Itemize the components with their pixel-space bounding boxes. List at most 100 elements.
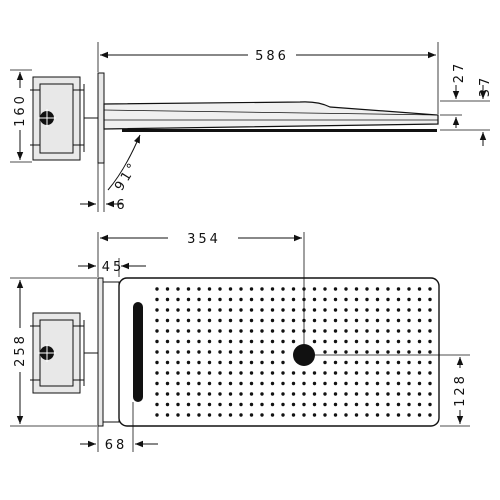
nozzle-dot — [260, 318, 264, 323]
nozzle-dot — [407, 360, 411, 365]
nozzle-dot — [312, 392, 317, 396]
nozzle-dot — [165, 318, 170, 323]
nozzle-dot — [312, 413, 317, 417]
nozzle-dot — [344, 297, 348, 302]
nozzle-dot — [365, 392, 369, 396]
nozzle-dot — [186, 413, 191, 417]
nozzle-dot — [218, 287, 222, 291]
nozzle-dot — [249, 339, 254, 344]
nozzle-dot — [218, 402, 222, 407]
nozzle-dot — [197, 339, 201, 344]
nozzle-dot — [270, 371, 275, 375]
nozzle-dot — [197, 350, 201, 354]
nozzle-dot — [239, 318, 243, 323]
dim-angle: 91° — [112, 159, 142, 194]
side-mounting-box — [30, 76, 98, 161]
nozzle-dot — [354, 318, 359, 323]
nozzle-dot — [249, 381, 254, 386]
nozzle-dot — [239, 297, 243, 302]
nozzle-dot — [354, 413, 359, 417]
nozzle-dot — [281, 413, 285, 417]
nozzle-dot — [260, 308, 264, 312]
nozzle-dot — [281, 308, 285, 312]
nozzle-dot — [386, 350, 390, 354]
nozzle-dot — [207, 297, 212, 302]
nozzle-dot — [207, 287, 212, 291]
nozzle-dot — [228, 287, 233, 291]
nozzle-dot — [197, 297, 201, 302]
nozzle-dot — [239, 402, 243, 407]
nozzle-dot — [228, 350, 233, 354]
nozzle-dot — [417, 381, 422, 386]
nozzle-dot — [270, 381, 275, 386]
nozzle-dot — [176, 381, 180, 386]
nozzle-dot — [365, 318, 369, 323]
nozzle-dot — [375, 381, 380, 386]
dim-total-length: 586 — [255, 49, 289, 64]
nozzle-dot — [365, 371, 369, 375]
nozzle-dot — [365, 381, 369, 386]
nozzle-dot — [176, 402, 180, 407]
nozzle-dot — [239, 371, 243, 375]
nozzle-dot — [207, 392, 212, 396]
nozzle-dot — [386, 413, 390, 417]
nozzle-dot — [165, 360, 170, 365]
nozzle-dot — [354, 392, 359, 396]
nozzle-dot — [207, 350, 212, 354]
nozzle-dot — [407, 381, 411, 386]
nozzle-dot — [197, 287, 201, 291]
nozzle-dot — [386, 287, 390, 291]
nozzle-dot — [428, 371, 432, 375]
nozzle-dot — [354, 350, 359, 354]
nozzle-dot — [375, 287, 380, 291]
nozzle-dot — [155, 360, 159, 365]
nozzle-dot — [291, 308, 296, 312]
nozzle-dot — [197, 381, 201, 386]
nozzle-dot — [428, 350, 432, 354]
nozzle-dot — [260, 329, 264, 333]
shower-arm-top — [102, 281, 120, 423]
nozzle-dot — [228, 297, 233, 302]
nozzle-dot — [344, 339, 348, 344]
nozzle-dot — [207, 308, 212, 312]
dim-center-distance: 354 — [187, 232, 221, 247]
nozzle-dot — [354, 339, 359, 344]
nozzle-dot — [197, 308, 201, 312]
nozzle-dot — [260, 413, 264, 417]
nozzle-dot — [302, 371, 306, 375]
nozzle-dot — [155, 318, 159, 323]
nozzle-dot — [323, 350, 327, 354]
nozzle-dot — [375, 402, 380, 407]
nozzle-dot — [249, 297, 254, 302]
nozzle-dot — [333, 392, 338, 396]
nozzle-dot — [386, 392, 390, 396]
dim-center-height: 128 — [453, 373, 468, 407]
nozzle-dot — [312, 329, 317, 333]
nozzle-dot — [407, 287, 411, 291]
nozzle-dot — [155, 402, 159, 407]
nozzle-dot — [165, 402, 170, 407]
nozzle-dot — [323, 318, 327, 323]
nozzle-dot — [354, 308, 359, 312]
top-view: 354 45 258 128 68 — [10, 232, 470, 453]
nozzle-dot — [239, 339, 243, 344]
nozzle-dot — [207, 413, 212, 417]
nozzle-dot — [176, 413, 180, 417]
nozzle-dot — [428, 318, 432, 323]
nozzle-dot — [176, 339, 180, 344]
nozzle-dot — [165, 329, 170, 333]
nozzle-dot — [396, 318, 401, 323]
nozzle-dot — [344, 413, 348, 417]
nozzle-dot — [249, 318, 254, 323]
nozzle-dot — [396, 350, 401, 354]
dim-thickness-total: 37 — [478, 75, 493, 98]
nozzle-dot — [396, 329, 401, 333]
nozzle-dot — [344, 318, 348, 323]
nozzle-dot — [333, 413, 338, 417]
nozzle-dot — [176, 297, 180, 302]
nozzle-dot — [281, 381, 285, 386]
nozzle-dot — [323, 339, 327, 344]
nozzle-dot — [218, 413, 222, 417]
nozzle-dot — [291, 287, 296, 291]
nozzle-dot — [270, 329, 275, 333]
